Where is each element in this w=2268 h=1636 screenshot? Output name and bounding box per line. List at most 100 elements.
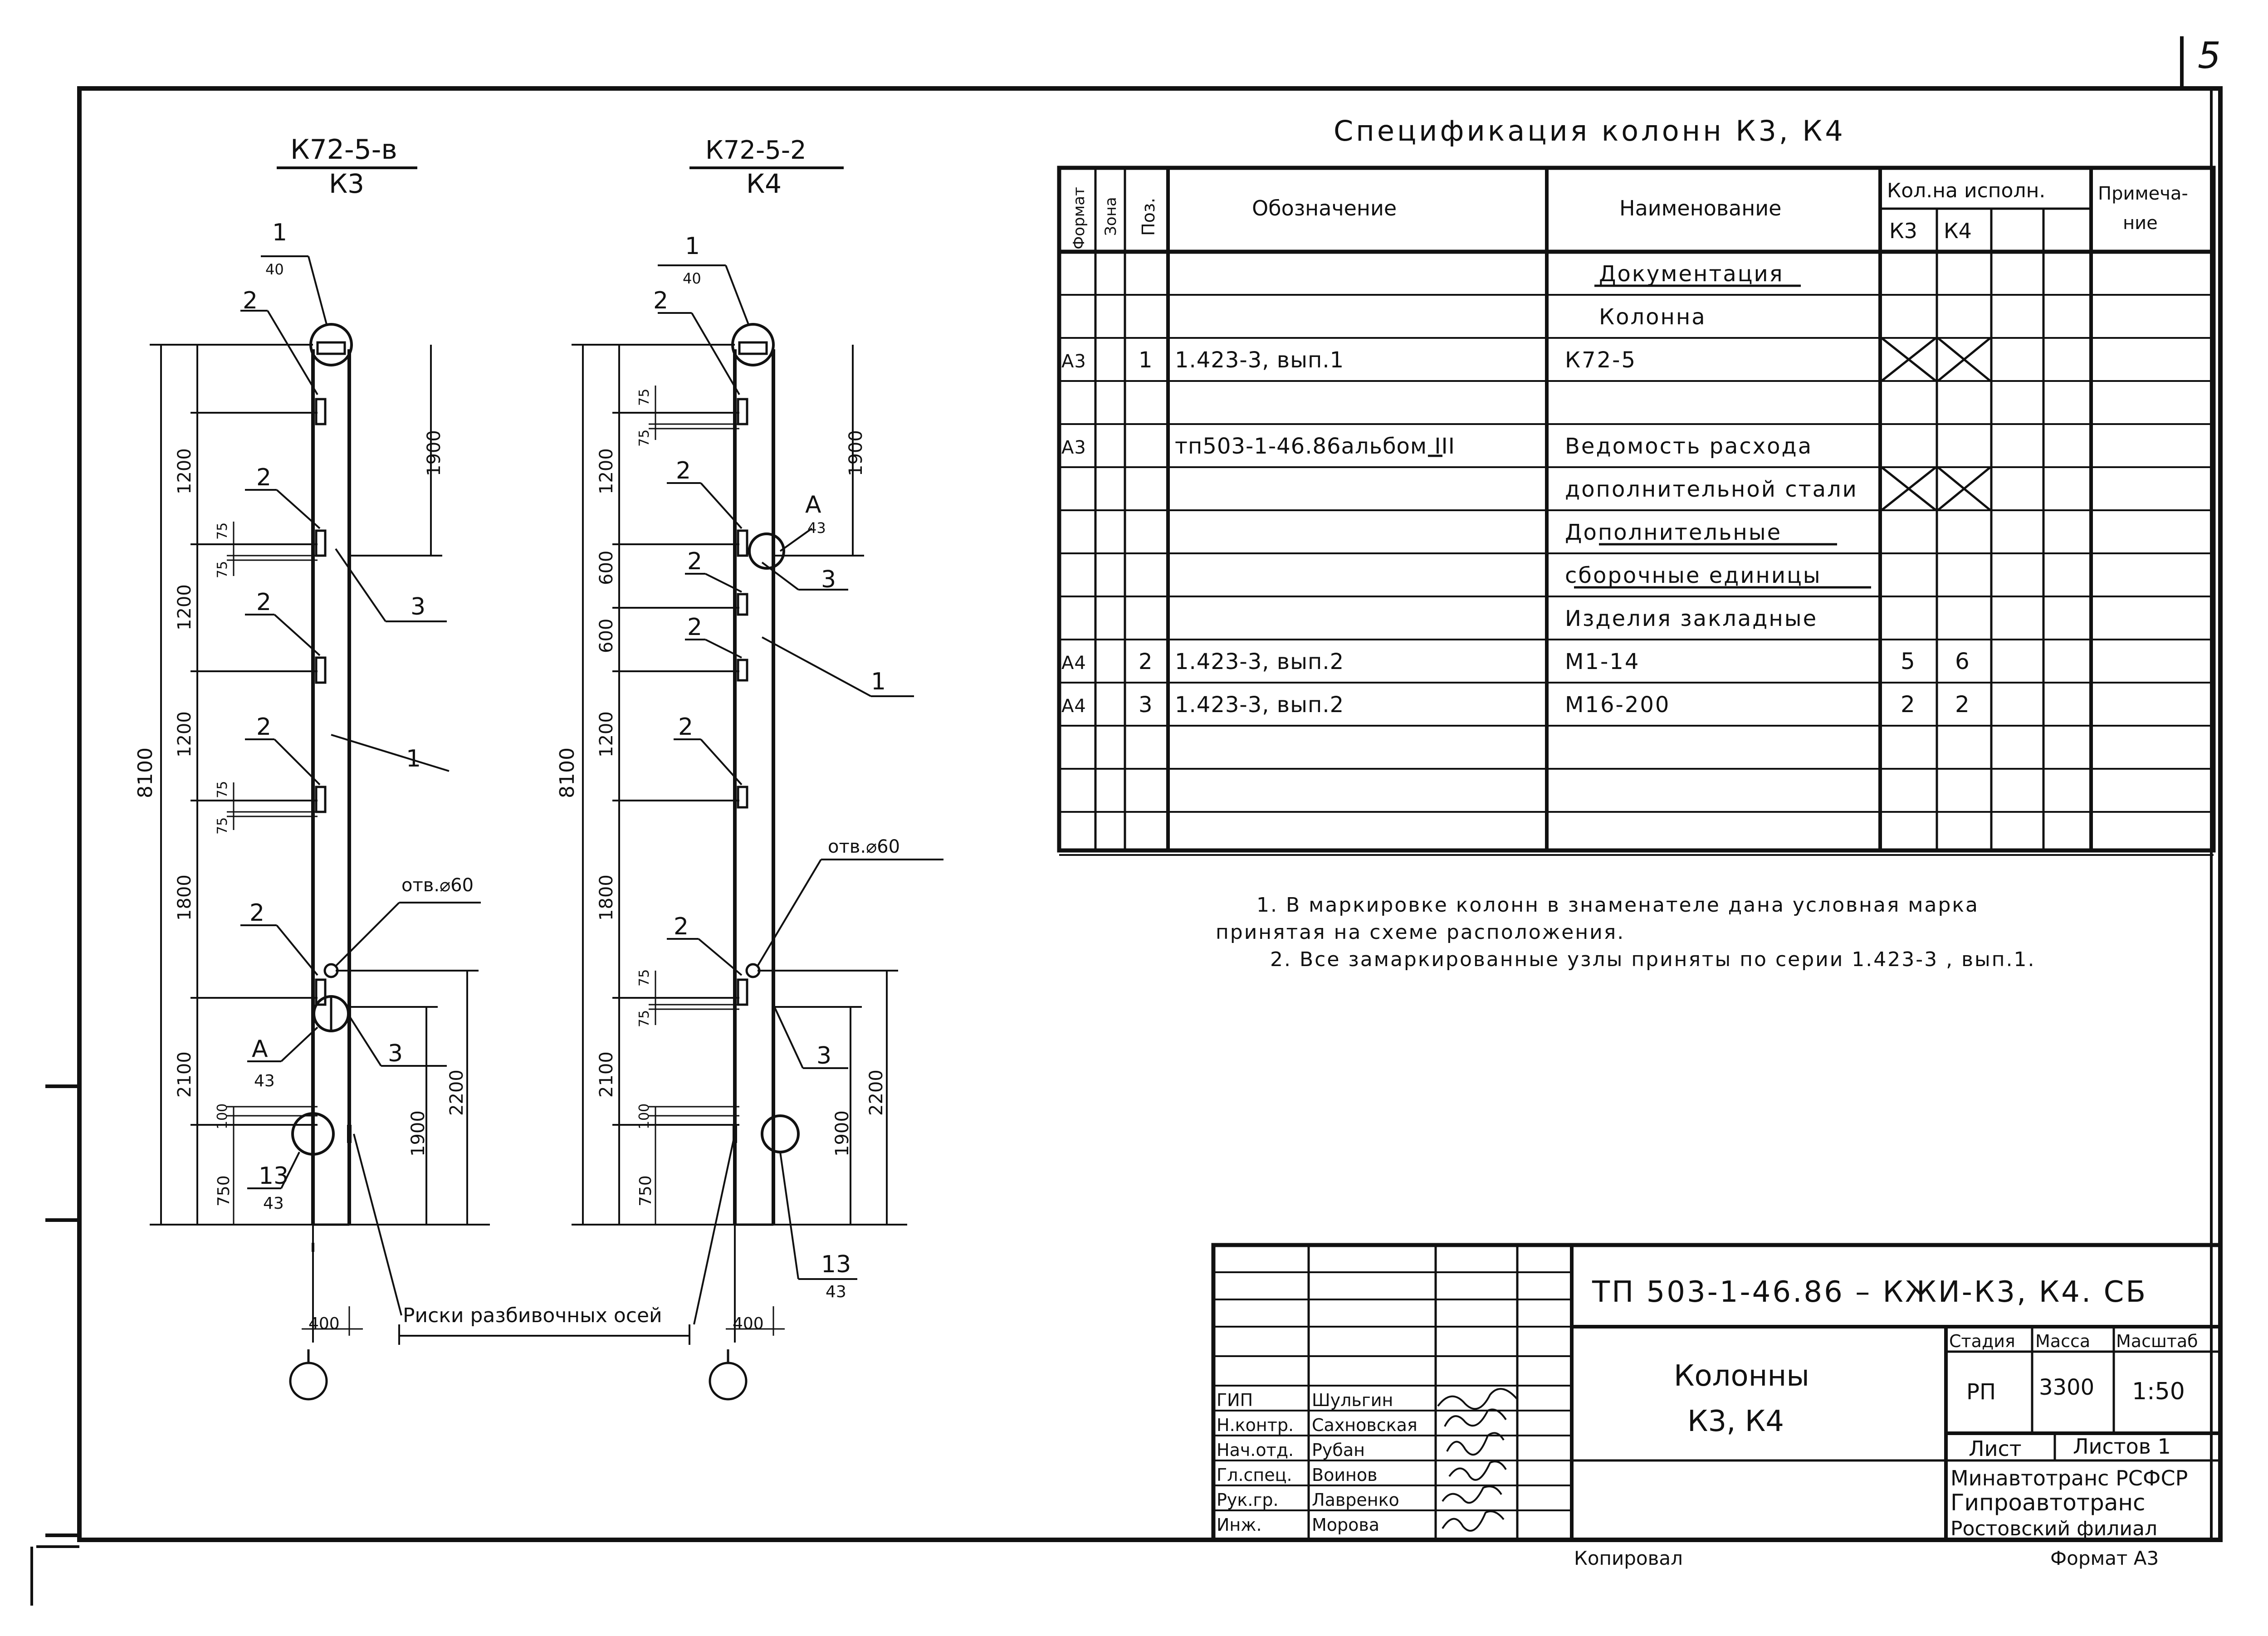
k3-callout-1: 1 [272, 219, 287, 246]
k4-callout-43b: 43 [826, 1283, 846, 1301]
k3-hole-label: отв.⌀60 [401, 875, 474, 896]
person-role: Нач.отд. [1217, 1440, 1294, 1460]
sheet-frame [30, 36, 2223, 1606]
k4-small-6: 750 [636, 1175, 655, 1206]
spec-header-note: Примеча- [2098, 183, 2188, 204]
k4-dim-1: 1200 [596, 448, 617, 494]
spec-cell-name: дополнительной стали [1565, 477, 1858, 502]
k3-callout-2e: 2 [249, 899, 264, 927]
spec-cell-format: А3 [1061, 437, 1086, 458]
person-name: Морова [1312, 1515, 1379, 1535]
k4-small-3: 75 [636, 969, 652, 986]
spec-header-qty: Кол.на исполн. [1887, 179, 2045, 202]
person-role: Инж. [1217, 1515, 1262, 1535]
title-block-rows [1213, 1271, 1572, 1511]
k4-callout-3a: 3 [821, 566, 836, 593]
k3-dim-2: 1200 [174, 584, 195, 630]
k3-dim-5: 2100 [174, 1051, 195, 1098]
k4-hole-label: отв.⌀60 [828, 836, 900, 857]
axis-marks-label: Риски разбивочных осей [403, 1304, 662, 1327]
spec-cell-k3: 5 [1901, 648, 1916, 674]
k3-mark-bottom: К3 [329, 168, 364, 199]
k3-callout-13: 13 [259, 1162, 288, 1190]
k4-width: 400 [733, 1314, 764, 1333]
k3-dim-4: 1800 [174, 874, 195, 921]
person-role: Н.контр. [1217, 1415, 1294, 1435]
k4-callout-1b: 1 [871, 668, 886, 695]
k3-callout-2b: 2 [256, 464, 271, 491]
person-name: Сахновская [1312, 1415, 1418, 1435]
k3-small-4: 75 [215, 817, 230, 835]
person-role: ГИП [1217, 1390, 1253, 1410]
stage-header: Стадия [1949, 1331, 2015, 1351]
spec-cell-name: К72-5 [1565, 347, 1637, 373]
spec-header-note-2: ние [2123, 213, 2158, 234]
spec-cell-name: Ведомость расхода [1565, 434, 1813, 459]
spec-cell-format: А3 [1061, 351, 1086, 372]
person-name: Лавренко [1312, 1490, 1399, 1510]
person-name: Шульгин [1312, 1390, 1393, 1410]
spec-cell-name: Дополнительные [1565, 520, 1782, 545]
k4-dim-3: 600 [596, 619, 617, 653]
title-block-frame [1211, 1243, 2223, 1542]
scale-header: Масштаб [2116, 1331, 2198, 1351]
axis-marks-frame [398, 1324, 690, 1345]
k4-small-4: 75 [636, 1010, 652, 1027]
copied-label: Копировал [1574, 1547, 1683, 1569]
column-k3-drawing [150, 166, 490, 1401]
k3-callout-3b: 3 [388, 1040, 403, 1067]
k3-width: 400 [308, 1314, 340, 1333]
k3-callout-2c: 2 [256, 589, 271, 616]
mass-header: Масса [2035, 1331, 2090, 1351]
sheets-label: Листов 1 [2073, 1434, 2171, 1459]
k4-dim-2: 600 [596, 551, 617, 585]
k3-small-6: 750 [215, 1175, 233, 1206]
k3-right-1: 1900 [424, 430, 445, 476]
k3-callout-43a: 43 [254, 1072, 275, 1090]
spec-cell-format: А4 [1061, 653, 1086, 674]
k3-small-3: 75 [215, 781, 230, 798]
signatures [1437, 1388, 1518, 1532]
k4-dim-4: 1200 [596, 711, 617, 757]
k4-callout-1: 1 [685, 233, 700, 260]
note-line-3: 2. Все замаркированные узлы приняты по с… [1270, 948, 2036, 971]
column-k4-drawing [572, 166, 943, 1401]
k4-mark-top: К72-5-2 [705, 136, 807, 165]
spec-cell-name: М1-14 [1565, 649, 1640, 674]
person-name: Рубан [1312, 1440, 1365, 1460]
scale-value: 1:50 [2132, 1378, 2185, 1405]
object-name-2: К3, К4 [1687, 1405, 1784, 1438]
spec-header-zone: Зона [1102, 197, 1120, 236]
spec-cell-k4: 6 [1955, 648, 1970, 674]
k4-callout-2d: 2 [687, 614, 702, 641]
spec-cell-name: сборочные единицы [1565, 563, 1822, 588]
spec-row-lines [1059, 294, 2214, 856]
sheet-label: Лист [1969, 1436, 2022, 1461]
k4-callout-a: А [805, 491, 821, 518]
person-name: Воинов [1312, 1465, 1378, 1485]
spec-title: Спецификация колонн К3, К4 [1334, 114, 1846, 147]
k4-small-2: 75 [636, 430, 652, 447]
k3-callout-43b: 43 [263, 1194, 284, 1213]
k4-callout-2f: 2 [674, 913, 689, 940]
k4-callout-2b: 2 [676, 457, 691, 484]
org-3: Ростовский филиал [1950, 1517, 2157, 1540]
sheet-number: 5 [2198, 34, 2221, 77]
k3-callout-1b: 1 [406, 745, 421, 772]
k3-callout-2d: 2 [256, 713, 271, 741]
k3-callout-a: А [252, 1035, 268, 1063]
spec-cell-designation: 1.423-3, вып.2 [1175, 649, 1344, 674]
note-line-2: принятая на схеме расположения. [1216, 921, 1625, 944]
k3-total-height: 8100 [134, 747, 157, 798]
spec-cell-pos: 3 [1139, 692, 1153, 718]
k4-right-3: 2200 [866, 1070, 887, 1116]
org-1: Минавтотранс РСФСР [1950, 1466, 2188, 1490]
spec-header-k4: К4 [1944, 219, 1972, 243]
spec-cell-pos: 2 [1139, 649, 1153, 674]
spec-header-name: Наименование [1619, 196, 1781, 220]
k4-small-1: 75 [636, 389, 652, 406]
k4-dim-6: 2100 [596, 1051, 617, 1098]
spec-cell-designation: 1.423-3, вып.2 [1175, 692, 1344, 718]
